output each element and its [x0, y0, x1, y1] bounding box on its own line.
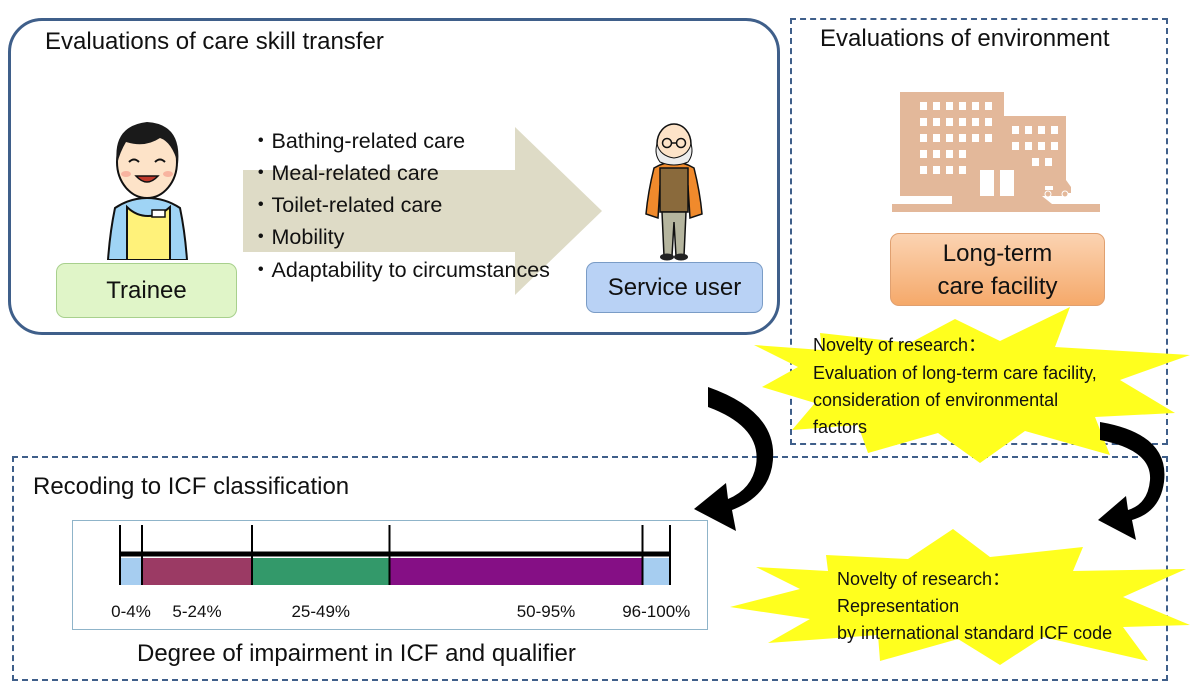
- tick-label-3: 50-95%: [517, 602, 576, 621]
- trainee-label: Trainee: [56, 263, 237, 318]
- novelty-starburst-1: [754, 307, 1190, 463]
- icf-qualifier-chart: 0-4% 5-24% 25-49% 50-95% 96-100%: [111, 525, 690, 621]
- curved-arrow-icon-left: [694, 387, 774, 531]
- tick-label-2: 25-49%: [291, 602, 350, 621]
- care-item-toilet: ・Toilet-related care: [250, 193, 443, 217]
- tick-label-4: 96-100%: [622, 602, 690, 621]
- novelty-line-2-1: Representation: [837, 596, 960, 616]
- novelty-heading-1: Novelty of research：: [813, 335, 987, 355]
- bar-segment-4: [642, 558, 670, 585]
- icf-title: Recoding to ICF classification: [33, 473, 350, 500]
- bar-segment-2: [252, 558, 390, 585]
- novelty-line-2-2: by international standard ICF code: [837, 623, 1113, 643]
- skill-transfer-title: Evaluations of care skill transfer: [45, 28, 384, 55]
- icf-panel: [12, 456, 1168, 681]
- facility-label: Long-term care facility: [890, 233, 1105, 306]
- elderly-person-icon: [645, 123, 703, 261]
- bar-segment-1: [142, 558, 252, 585]
- novelty-line-1-1: Evaluation of long-term care facility,: [813, 363, 1097, 383]
- bar-segment-0: [120, 558, 142, 585]
- facility-label-line2: care facility: [937, 272, 1058, 300]
- environment-title: Evaluations of environment: [820, 25, 1110, 52]
- tick-label-0: 0-4%: [111, 602, 151, 621]
- icf-caption: Degree of impairment in ICF and qualifie…: [137, 640, 576, 667]
- trainee-person-icon: [106, 122, 189, 260]
- curved-arrow-icon-right: [1098, 422, 1165, 540]
- care-skill-transfer-panel: [8, 18, 780, 335]
- service-user-label: Service user: [586, 262, 763, 313]
- transfer-arrow: [243, 127, 602, 295]
- care-item-adaptability: ・Adaptability to circumstances: [250, 258, 550, 282]
- bar-segment-3: [389, 558, 643, 585]
- ambulance-icon: [1042, 180, 1071, 198]
- novelty-starburst-2: [730, 529, 1190, 665]
- novelty-heading-2: Novelty of research：: [837, 569, 1011, 589]
- facility-label-line1: Long-term: [942, 239, 1053, 267]
- tick-label-1: 5-24%: [172, 602, 221, 621]
- novelty-line-1-3: factors: [813, 417, 868, 437]
- care-item-meal: ・Meal-related care: [250, 161, 439, 185]
- care-item-mobility: ・Mobility: [250, 225, 345, 249]
- care-item-bathing: ・Bathing-related care: [250, 129, 466, 153]
- building-icon: [892, 92, 1100, 212]
- novelty-line-1-2: consideration of environmental: [813, 390, 1059, 410]
